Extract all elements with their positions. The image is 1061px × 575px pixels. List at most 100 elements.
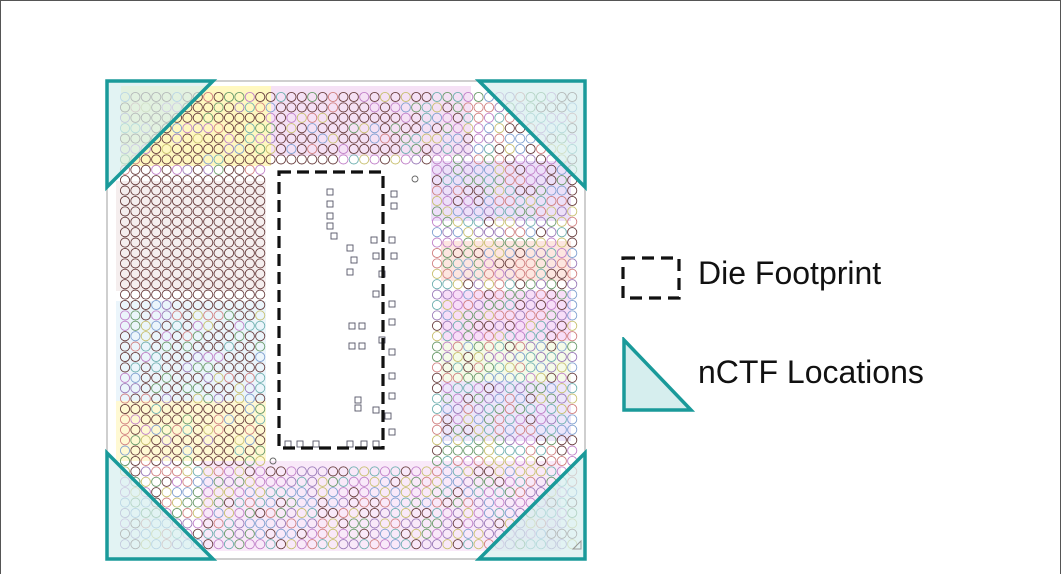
solder-ball	[556, 393, 567, 404]
solder-ball	[473, 351, 484, 363]
solder-ball	[140, 206, 151, 217]
solder-ball	[369, 91, 380, 103]
solder-ball	[525, 175, 536, 186]
solder-ball	[473, 164, 484, 175]
solder-ball	[244, 133, 255, 144]
solder-ball	[244, 206, 255, 217]
solder-ball	[525, 487, 536, 498]
solder-ball	[203, 341, 214, 352]
solder-ball	[483, 497, 495, 508]
solder-ball	[140, 299, 151, 311]
solder-ball	[317, 123, 328, 134]
solder-ball	[431, 351, 443, 363]
solder-ball	[213, 91, 224, 103]
solder-ball	[525, 331, 536, 342]
solder-ball	[223, 206, 235, 217]
solder-ball	[483, 206, 495, 217]
solder-ball	[307, 476, 318, 487]
solder-ball	[130, 227, 141, 238]
solder-ball	[546, 445, 557, 456]
solder-ball	[244, 403, 255, 415]
solder-ball	[400, 102, 411, 113]
solder-ball	[275, 154, 287, 165]
solder-ball	[234, 102, 245, 113]
solder-ball	[504, 123, 515, 134]
solder-ball	[275, 123, 287, 134]
solder-ball	[151, 435, 162, 446]
solder-ball	[411, 123, 422, 134]
solder-ball	[452, 435, 463, 446]
solder-ball	[379, 507, 391, 519]
solder-ball	[317, 476, 328, 487]
die-footprint-legend-label: Die Footprint	[698, 255, 882, 291]
solder-ball	[223, 331, 235, 342]
solder-ball	[244, 154, 255, 165]
solder-ball	[515, 320, 526, 331]
solder-ball	[296, 518, 307, 529]
solder-ball	[223, 195, 235, 207]
solder-ball	[504, 164, 515, 175]
solder-ball	[473, 216, 484, 227]
solder-ball	[151, 476, 162, 487]
solder-ball	[515, 258, 526, 269]
solder-ball	[130, 310, 141, 321]
solder-ball	[463, 91, 474, 103]
solder-ball	[463, 310, 474, 321]
solder-ball	[442, 175, 453, 186]
solder-ball	[244, 507, 255, 519]
solder-ball	[463, 143, 474, 155]
solder-ball	[463, 227, 474, 238]
solder-ball	[494, 372, 505, 383]
solder-ball	[359, 528, 370, 539]
solder-ball	[203, 393, 214, 404]
component-pad	[388, 428, 396, 436]
solder-ball	[234, 476, 245, 487]
solder-ball	[255, 528, 266, 539]
solder-ball	[494, 143, 505, 155]
solder-ball	[234, 268, 245, 279]
solder-ball	[463, 497, 474, 508]
solder-ball	[442, 123, 453, 134]
solder-ball	[525, 383, 536, 394]
solder-ball	[244, 518, 255, 529]
solder-ball	[421, 507, 432, 519]
solder-ball	[473, 487, 484, 498]
solder-ball	[171, 206, 183, 217]
solder-ball	[255, 414, 266, 425]
solder-ball	[431, 539, 443, 550]
solder-ball	[338, 143, 349, 155]
solder-ball	[473, 102, 484, 113]
solder-ball	[223, 268, 235, 279]
solder-ball	[307, 487, 318, 498]
solder-ball	[483, 112, 495, 123]
solder-ball	[535, 372, 547, 383]
solder-ball	[359, 539, 370, 550]
solder-ball	[515, 216, 526, 227]
solder-ball	[515, 487, 526, 498]
solder-ball	[327, 528, 339, 539]
solder-ball	[525, 393, 536, 404]
solder-ball	[130, 185, 141, 196]
solder-ball	[255, 383, 266, 394]
solder-ball	[421, 487, 432, 498]
solder-ball	[442, 445, 453, 456]
solder-ball	[463, 185, 474, 196]
solder-ball	[483, 372, 495, 383]
solder-ball	[421, 91, 432, 103]
solder-ball	[483, 331, 495, 342]
solder-ball	[483, 216, 495, 227]
solder-ball	[255, 164, 266, 175]
solder-ball	[348, 102, 359, 113]
solder-ball	[234, 154, 245, 165]
solder-ball	[442, 383, 453, 394]
solder-ball	[255, 455, 266, 467]
solder-ball	[473, 341, 484, 352]
solder-ball	[244, 268, 255, 279]
solder-ball	[223, 341, 235, 352]
solder-ball	[223, 455, 235, 467]
component-pad	[358, 342, 366, 350]
solder-ball	[463, 362, 474, 373]
solder-ball	[556, 227, 567, 238]
solder-ball	[234, 351, 245, 363]
solder-ball	[546, 372, 557, 383]
